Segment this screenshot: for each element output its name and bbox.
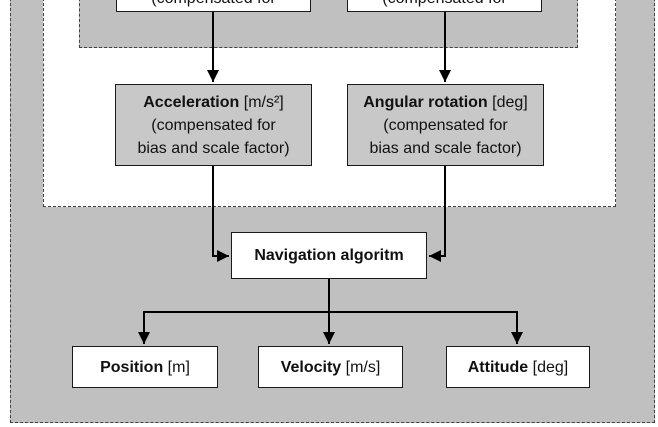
acceleration-line3: bias and scale factor): [137, 139, 290, 157]
velocity-title: Velocity: [280, 358, 342, 376]
attitude-unit: [deg]: [532, 358, 569, 376]
navigation-algorithm-label: Navigation algoritm: [254, 247, 404, 264]
acceleration-title-line: Acceleration [m/s²]: [143, 91, 284, 114]
acceleration-title: Acceleration: [143, 93, 240, 111]
angular-rotation-unit: [deg]: [492, 93, 528, 111]
arrow-angular-to-navigation: [429, 166, 446, 262]
angular-rotation-title: Angular rotation: [363, 93, 488, 111]
top-right-box: (compensated for: [347, 0, 542, 12]
position-title: Position: [100, 358, 164, 376]
position-box: Position [m]: [72, 346, 218, 388]
attitude-title: Attitude: [467, 358, 529, 376]
angular-rotation-line2: (compensated for: [383, 116, 508, 134]
velocity-unit: [m/s]: [345, 358, 381, 376]
angular-rotation-title-line: Angular rotation [deg]: [363, 91, 527, 114]
velocity-box: Velocity [m/s]: [258, 346, 403, 388]
top-left-box: (compensated for: [116, 0, 311, 12]
acceleration-unit: [m/s²]: [243, 93, 284, 111]
top-right-box-text: (compensated for: [382, 0, 507, 10]
attitude-title-line: Attitude [deg]: [468, 356, 568, 379]
acceleration-box: Acceleration [m/s²] (compensated for bia…: [115, 84, 312, 166]
angular-rotation-line3: bias and scale factor): [369, 139, 522, 157]
position-title-line: Position [m]: [100, 356, 190, 379]
velocity-title-line: Velocity [m/s]: [281, 356, 381, 379]
angular-rotation-box: Angular rotation [deg] (compensated for …: [347, 84, 544, 166]
arrow-acceleration-to-navigation: [212, 166, 229, 262]
position-unit: [m]: [167, 358, 190, 376]
attitude-box: Attitude [deg]: [446, 346, 590, 388]
acceleration-line2: (compensated for: [151, 116, 276, 134]
navigation-algorithm-box: Navigation algoritm: [231, 232, 427, 279]
top-left-box-text: (compensated for: [151, 0, 276, 10]
